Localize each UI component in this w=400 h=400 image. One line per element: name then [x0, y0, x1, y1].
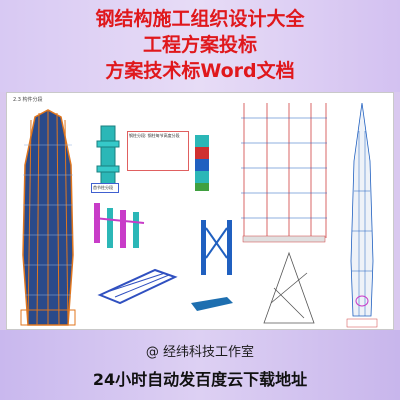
brace-illustration	[93, 203, 145, 248]
studio-credit: @ 经纬科技工作室	[145, 345, 255, 360]
download-cta: 24小时自动发百度云下载地址	[92, 370, 308, 389]
steel-beam-illustration	[191, 297, 233, 311]
spire-tower-illustration	[346, 102, 378, 328]
truss-illustration	[97, 268, 178, 305]
header-banner: 钢结构施工组织设计大全 工程方案投标 方案技术标Word文档	[0, 0, 400, 92]
footer-banner	[0, 330, 400, 400]
note-first-column: 首节柱分段	[91, 183, 119, 193]
section-label: 2.3 构件分段	[13, 97, 43, 103]
colored-blocks-illustration	[195, 135, 209, 191]
grid-plan-illustration	[241, 103, 327, 243]
column-segment-illustration	[96, 125, 120, 187]
portal-frame-illustration	[201, 220, 232, 275]
title-line-3: 方案技术标Word文档	[105, 60, 295, 82]
note-column: 钢柱分段: 钢柱每节高度分段	[127, 131, 189, 171]
crane-illustration	[263, 251, 315, 324]
title-line-1: 钢结构施工组织设计大全	[95, 8, 305, 30]
title-line-2: 工程方案投标	[142, 34, 257, 56]
tower-illustration	[20, 109, 76, 326]
document-preview: 2.3 构件分段 钢柱分段: 钢柱每节高度分段 首节柱分段	[6, 92, 394, 330]
